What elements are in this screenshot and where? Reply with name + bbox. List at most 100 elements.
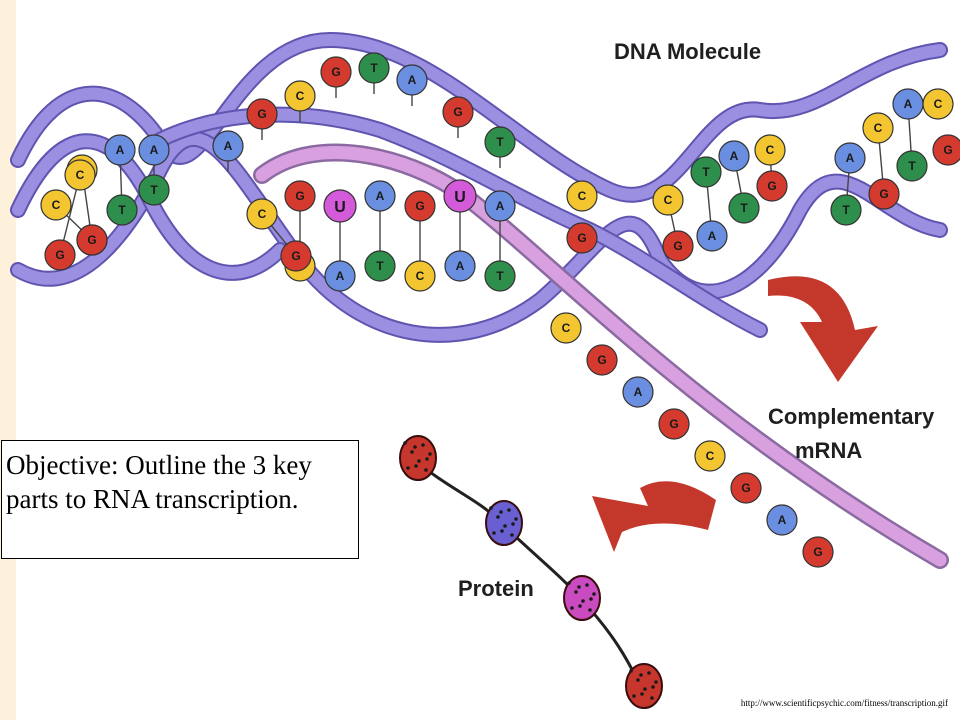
dna-backbone [154,108,766,336]
bead-texture-dot [413,445,417,449]
dna-backbones [10,31,949,569]
bead-texture-dot [424,468,428,472]
base-g-circle [658,408,690,440]
base-c-label: C [296,89,305,103]
base-a-label: A [376,189,385,203]
protein-chain [399,435,663,709]
bead-texture-dot [570,606,574,610]
base-a-label: A [116,143,125,157]
dna-molecule-label: DNA Molecule [614,39,761,64]
base-t-circle [728,192,760,224]
base-g-circle [730,472,762,504]
base-u-circle [443,179,477,213]
base-a-circle [444,250,476,282]
bead-texture-dot [499,510,503,514]
source-url: http://www.scientificpsychic.com/fitness… [740,698,948,708]
bead-texture-dot [592,592,596,596]
base-c-circle [922,88,954,120]
base-t-circle [364,250,396,282]
base-a-label: A [730,149,739,163]
base-c-circle [566,180,598,212]
base-g-circle [932,134,960,166]
bead-texture-dot [414,464,418,468]
base-g-circle [76,224,108,256]
base-g-label: G [55,248,64,262]
base-g-circle [662,230,694,262]
base-a-circle [766,504,798,536]
bead-texture-dot [500,529,504,533]
bead-texture-dot [496,515,500,519]
base-a-circle [834,142,866,174]
base-t-label: T [842,203,850,217]
base-a-circle [138,134,170,166]
base-c-circle [40,189,72,221]
base-a-circle [622,376,654,408]
bead-texture-dot [514,517,518,521]
bead-texture-dot [510,533,514,537]
bead-texture-dot [636,678,640,682]
curved-arrow-to-protein [592,481,716,552]
bead-texture-dot [640,692,644,696]
base-a-circle [324,260,356,292]
base-t-circle [358,52,390,84]
base-g-label: G [331,65,340,79]
base-g-label: G [577,231,586,245]
base-c-circle [284,80,316,112]
base-c-label: C [664,193,673,207]
base-a-label: A [150,143,159,157]
base-g-label: G [879,187,888,201]
bead-texture-dot [578,604,582,608]
base-g-label: G [291,249,300,263]
bead-texture-dot [589,597,593,601]
curved-arrow-to-mrna [768,276,878,382]
bead-texture-dot [507,508,511,512]
bead-texture-dot [492,531,496,535]
base-t-circle [690,156,722,188]
base-c-label: C [76,168,85,182]
base-c-circle [64,159,96,191]
nucleotide-bases: CGATCGATCGGCGTAGTAGCUAATGCUAATCGCGTAATCG… [40,52,960,568]
base-g-label: G [813,545,822,559]
base-a-circle [696,220,728,252]
bead-texture-dot [410,450,414,454]
base-a-label: A [456,259,465,273]
base-g-circle [284,180,316,212]
base-g-label: G [453,105,462,119]
bead-texture-dot [651,685,655,689]
base-c-circle [404,260,436,292]
base-g-label: G [741,481,750,495]
base-c-label: C [562,321,571,335]
base-c-label: C [52,198,61,212]
base-a-circle [396,64,428,96]
base-t-label: T [908,159,916,173]
base-g-label: G [943,143,952,157]
base-g-circle [868,178,900,210]
bead-texture-dot [503,524,507,528]
base-c-label: C [258,207,267,221]
bead-texture-dot [650,696,654,700]
bead-texture-dot [632,694,636,698]
bead-texture-dot [639,673,643,677]
base-a-label: A [778,513,787,527]
base-c-circle [754,134,786,166]
base-a-label: A [708,229,717,243]
base-g-circle [586,344,618,376]
base-a-label: A [496,199,505,213]
base-a-label: A [634,385,643,399]
base-t-label: T [496,135,504,149]
bead-texture-dot [577,585,581,589]
base-a-label: A [408,73,417,87]
base-a-circle [364,180,396,212]
mrna-strand [255,146,947,567]
base-g-circle [320,56,352,88]
bead-texture-dot [585,583,589,587]
base-a-circle [484,190,516,222]
base-c-label: C [578,189,587,203]
base-u-label: U [334,199,346,216]
base-c-circle [550,312,582,344]
base-t-label: T [496,269,504,283]
bead-texture-dot [403,441,407,445]
base-g-circle [802,536,834,568]
